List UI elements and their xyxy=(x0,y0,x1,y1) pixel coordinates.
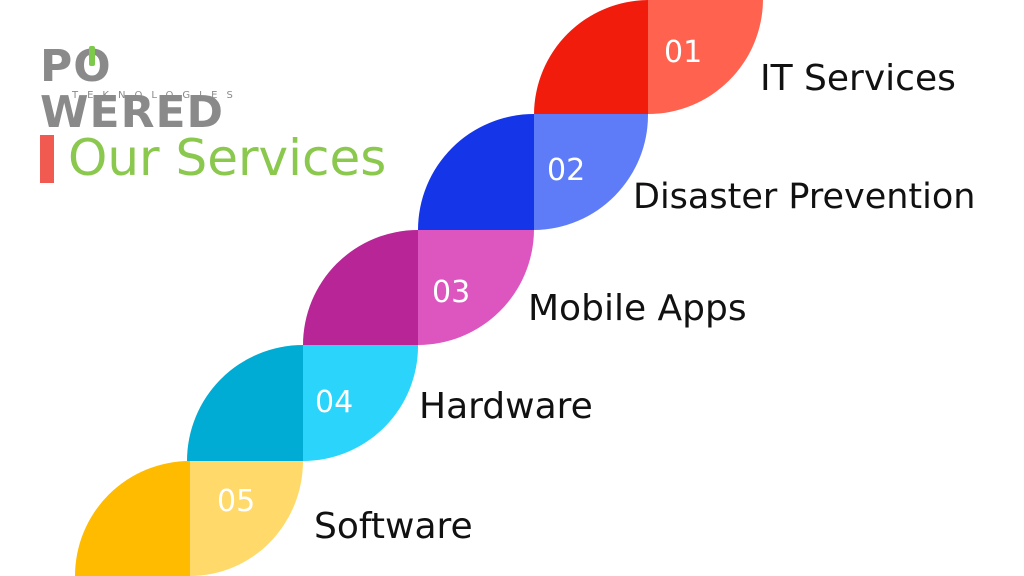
service-number-02: 02 xyxy=(547,153,586,188)
service-label-mobile-apps: Mobile Apps xyxy=(528,288,747,329)
service-label-software: Software xyxy=(314,506,473,547)
petal-02-left xyxy=(418,114,534,230)
service-label-disaster-prevention: Disaster Prevention xyxy=(633,177,976,217)
petal-03-right xyxy=(418,230,534,345)
service-label-it-services: IT Services xyxy=(760,58,956,99)
petal-04-right xyxy=(303,345,419,462)
service-number-05: 05 xyxy=(217,484,256,519)
page-title: Our Services xyxy=(68,129,387,187)
petal-03-left xyxy=(303,230,418,345)
petal-04 xyxy=(187,345,419,462)
petal-01 xyxy=(534,0,763,115)
logo-power-o: O xyxy=(73,41,112,92)
petal-02 xyxy=(418,114,649,230)
service-label-hardware: Hardware xyxy=(419,386,593,427)
petal-05 xyxy=(75,461,303,576)
service-number-04: 04 xyxy=(315,385,354,420)
petal-05-left xyxy=(75,461,190,576)
petal-01-right xyxy=(648,0,763,115)
petal-02-right xyxy=(534,114,649,230)
petal-03 xyxy=(303,230,534,345)
service-number-03: 03 xyxy=(432,275,471,310)
petal-04-left xyxy=(187,345,303,461)
petal-05-right xyxy=(190,461,303,576)
logo-tagline: TEKNOLOGIES xyxy=(72,90,242,101)
service-number-01: 01 xyxy=(664,35,703,70)
petal-01-left xyxy=(534,0,648,114)
title-accent-bar xyxy=(40,135,54,183)
power-icon xyxy=(89,46,96,66)
